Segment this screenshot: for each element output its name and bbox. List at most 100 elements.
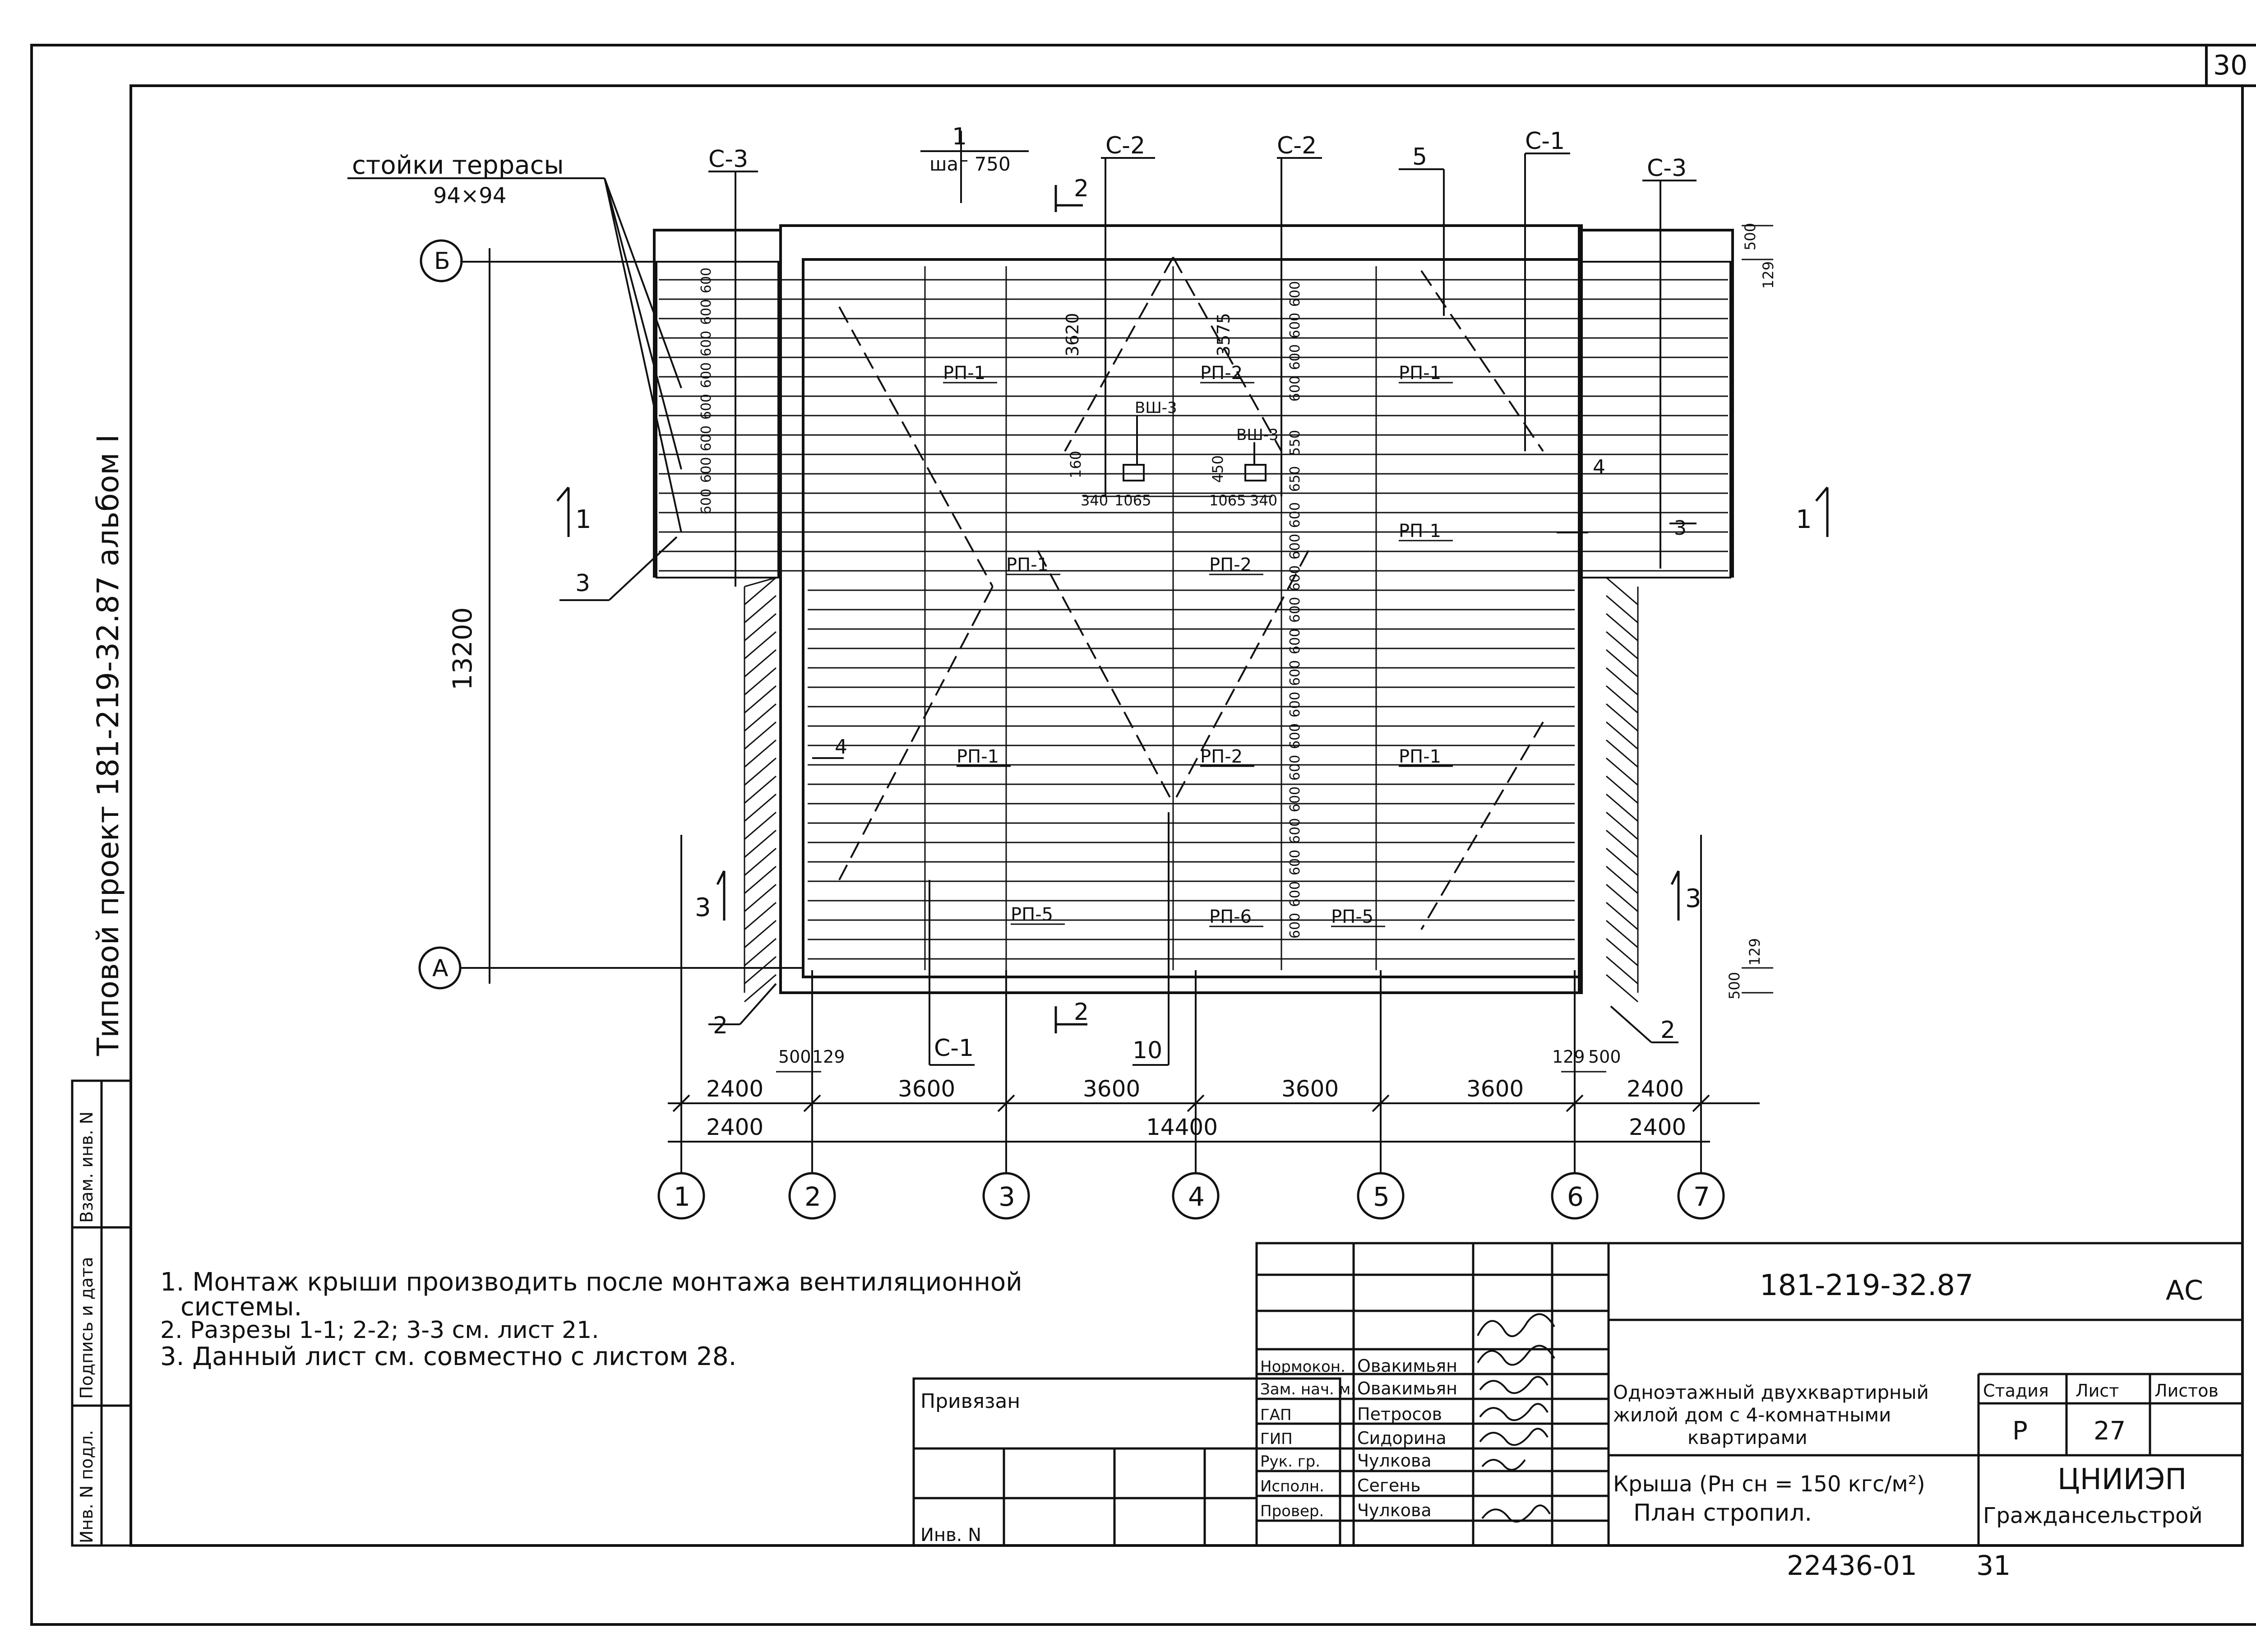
titleblock-stage: Р xyxy=(2012,1416,2028,1446)
dim-340-left: 340 xyxy=(1081,492,1108,509)
hatch-stroke xyxy=(1606,577,1638,606)
hatch-stroke xyxy=(1606,775,1638,804)
titleblock-sheet: 27 xyxy=(2094,1416,2126,1446)
titleblock-name: Петросов xyxy=(1357,1404,1442,1424)
note-2: 2. Разрезы 1-1; 2-2; 3-3 см. лист 21. xyxy=(160,1317,599,1344)
spacing-600-label: 600 xyxy=(1287,597,1303,623)
titleblock-names: ОвакимьянОвакимьянПетросовСидоринаЧулков… xyxy=(1357,1356,1457,1520)
note-1: 1. Монтаж крыши производить после монтаж… xyxy=(160,1268,1022,1297)
section-label-c1: С-1 xyxy=(1525,128,1565,155)
rafter-element-label: РП-1 xyxy=(957,746,999,767)
leader-lines xyxy=(559,523,1697,1043)
rafter-element-label: РП-2 xyxy=(1200,746,1243,767)
section-label-c3-right: С-3 xyxy=(1647,155,1687,182)
hatch-stroke xyxy=(744,757,777,786)
hatch-stroke xyxy=(1606,685,1638,714)
bottom-dim-row2: 14400 xyxy=(1146,1114,1218,1140)
terrace-posts-label: стойки террасы xyxy=(352,151,564,180)
axis-number: 1 xyxy=(674,1181,690,1212)
axis-extension-lines xyxy=(672,835,1710,1173)
axis-number-bubble xyxy=(982,1172,1030,1220)
titleblock-project-title-2: жилой дом с 4-комнатными xyxy=(1613,1404,1891,1426)
step-label: шаг 750 xyxy=(929,153,1011,175)
rafter-element-label: РП-1 xyxy=(1399,363,1441,384)
hatch-stroke xyxy=(1606,847,1638,876)
titleblock-project-title-1: Одноэтажный двухквартирный xyxy=(1613,1381,1929,1403)
titleblock-sheet-title-1: Крыша (Рн сн = 150 кгс/м²) xyxy=(1613,1472,1925,1497)
axis-lines-letters xyxy=(460,248,803,984)
cut-marks-2 xyxy=(1054,185,1087,1033)
spacing-600-label: 600 xyxy=(1287,565,1303,591)
titleblock-sheet-header: Лист xyxy=(2076,1381,2119,1401)
titleblock-role: Рук. гр. xyxy=(1260,1453,1320,1471)
rafter-element-label: РП-1 xyxy=(1006,555,1049,575)
terrace-right xyxy=(1581,261,1731,578)
spacing-650: 650 xyxy=(1287,466,1303,492)
cut-mark-3-right: 3 xyxy=(1685,884,1701,913)
hatch-stroke xyxy=(1606,829,1638,858)
hatch-stroke xyxy=(1606,667,1638,696)
spacing-600-label: 600 xyxy=(1287,913,1303,939)
hatch-stroke xyxy=(744,829,777,858)
bottom-dim-row1: 3600 xyxy=(1083,1076,1140,1102)
cut-mark-1-left: 1 xyxy=(575,505,592,534)
spacing-600-label: 600 xyxy=(1287,629,1303,654)
bottom-dimension-chains xyxy=(668,1102,1760,1143)
spacing-600-label: 600 xyxy=(698,394,714,420)
spacing-600-label: 600 xyxy=(698,299,714,325)
hatch-stroke xyxy=(1606,956,1638,985)
hatch-stroke xyxy=(1606,902,1638,930)
hatch-stroke xyxy=(744,613,777,642)
dim-500-bottom-right: 500 xyxy=(1726,972,1743,1000)
side-stamp-signature-date: Подпись и дата xyxy=(77,1257,97,1399)
section-label-c2-a: С-2 xyxy=(1105,132,1145,159)
spacing-600-label: 600 xyxy=(1287,755,1303,781)
leader-2-left: 2 xyxy=(713,1012,728,1039)
dim-tick xyxy=(997,1094,1015,1112)
dim-129-top-right: 129 xyxy=(1760,261,1777,289)
bottom-dim-row1: 2400 xyxy=(1627,1076,1684,1102)
titleblock-role: Провер. xyxy=(1260,1502,1324,1520)
dim-1065-left: 1065 xyxy=(1114,492,1151,509)
rafter-element-label: РП-5 xyxy=(1331,907,1373,927)
signatures xyxy=(1477,1313,1555,1523)
hatch-stroke xyxy=(744,721,777,750)
hatch-stroke xyxy=(1606,739,1638,768)
vent-shafts xyxy=(1123,415,1267,481)
titleblock-name: Чулкова xyxy=(1357,1500,1432,1520)
titleblock-grid xyxy=(912,1242,2244,1547)
roof-outline xyxy=(653,224,1734,994)
titleblock-org-1: ЦНИИЭП xyxy=(2057,1463,2187,1496)
section-label-c3-left: С-3 xyxy=(708,146,748,173)
hatch-stroke xyxy=(1606,631,1638,660)
spacing-600-label: 600 xyxy=(1287,313,1303,338)
marker-1: 1 xyxy=(952,123,967,150)
titleblock-name: Чулкова xyxy=(1357,1451,1432,1471)
hip-lines xyxy=(838,257,1544,930)
hatch-stroke xyxy=(744,811,777,840)
archive-number: 22436-01 xyxy=(1787,1550,1917,1582)
section-label-lines xyxy=(708,153,1697,587)
bottom-section-lines xyxy=(929,812,1170,1066)
dim-tick xyxy=(1692,1094,1710,1112)
bottom-dim-row1: 2400 xyxy=(706,1076,763,1102)
axis-bubble-b: Б xyxy=(420,239,463,282)
note-3: 3. Данный лист см. совместно с листом 28… xyxy=(160,1342,736,1371)
rafter-element-label: РП-1 xyxy=(1399,521,1441,541)
axis-letter-b: Б xyxy=(434,248,450,275)
axis-number-bubble xyxy=(1172,1172,1220,1220)
bottom-dim-row1: 3600 xyxy=(1281,1076,1339,1102)
titleblock-role: ГИП xyxy=(1260,1430,1293,1448)
hatch-stroke xyxy=(744,577,777,606)
hatch-stroke xyxy=(1606,703,1638,732)
axis-number: 5 xyxy=(1373,1181,1390,1212)
spacing-labels-center: 6006006006006006006006006006006006006006… xyxy=(1287,281,1303,939)
dim-tick xyxy=(1566,1094,1584,1112)
titleblock-inv-n: Инв. N xyxy=(920,1525,981,1546)
titleblock-role: ГАП xyxy=(1260,1406,1292,1424)
hatch-stroke xyxy=(744,847,777,876)
